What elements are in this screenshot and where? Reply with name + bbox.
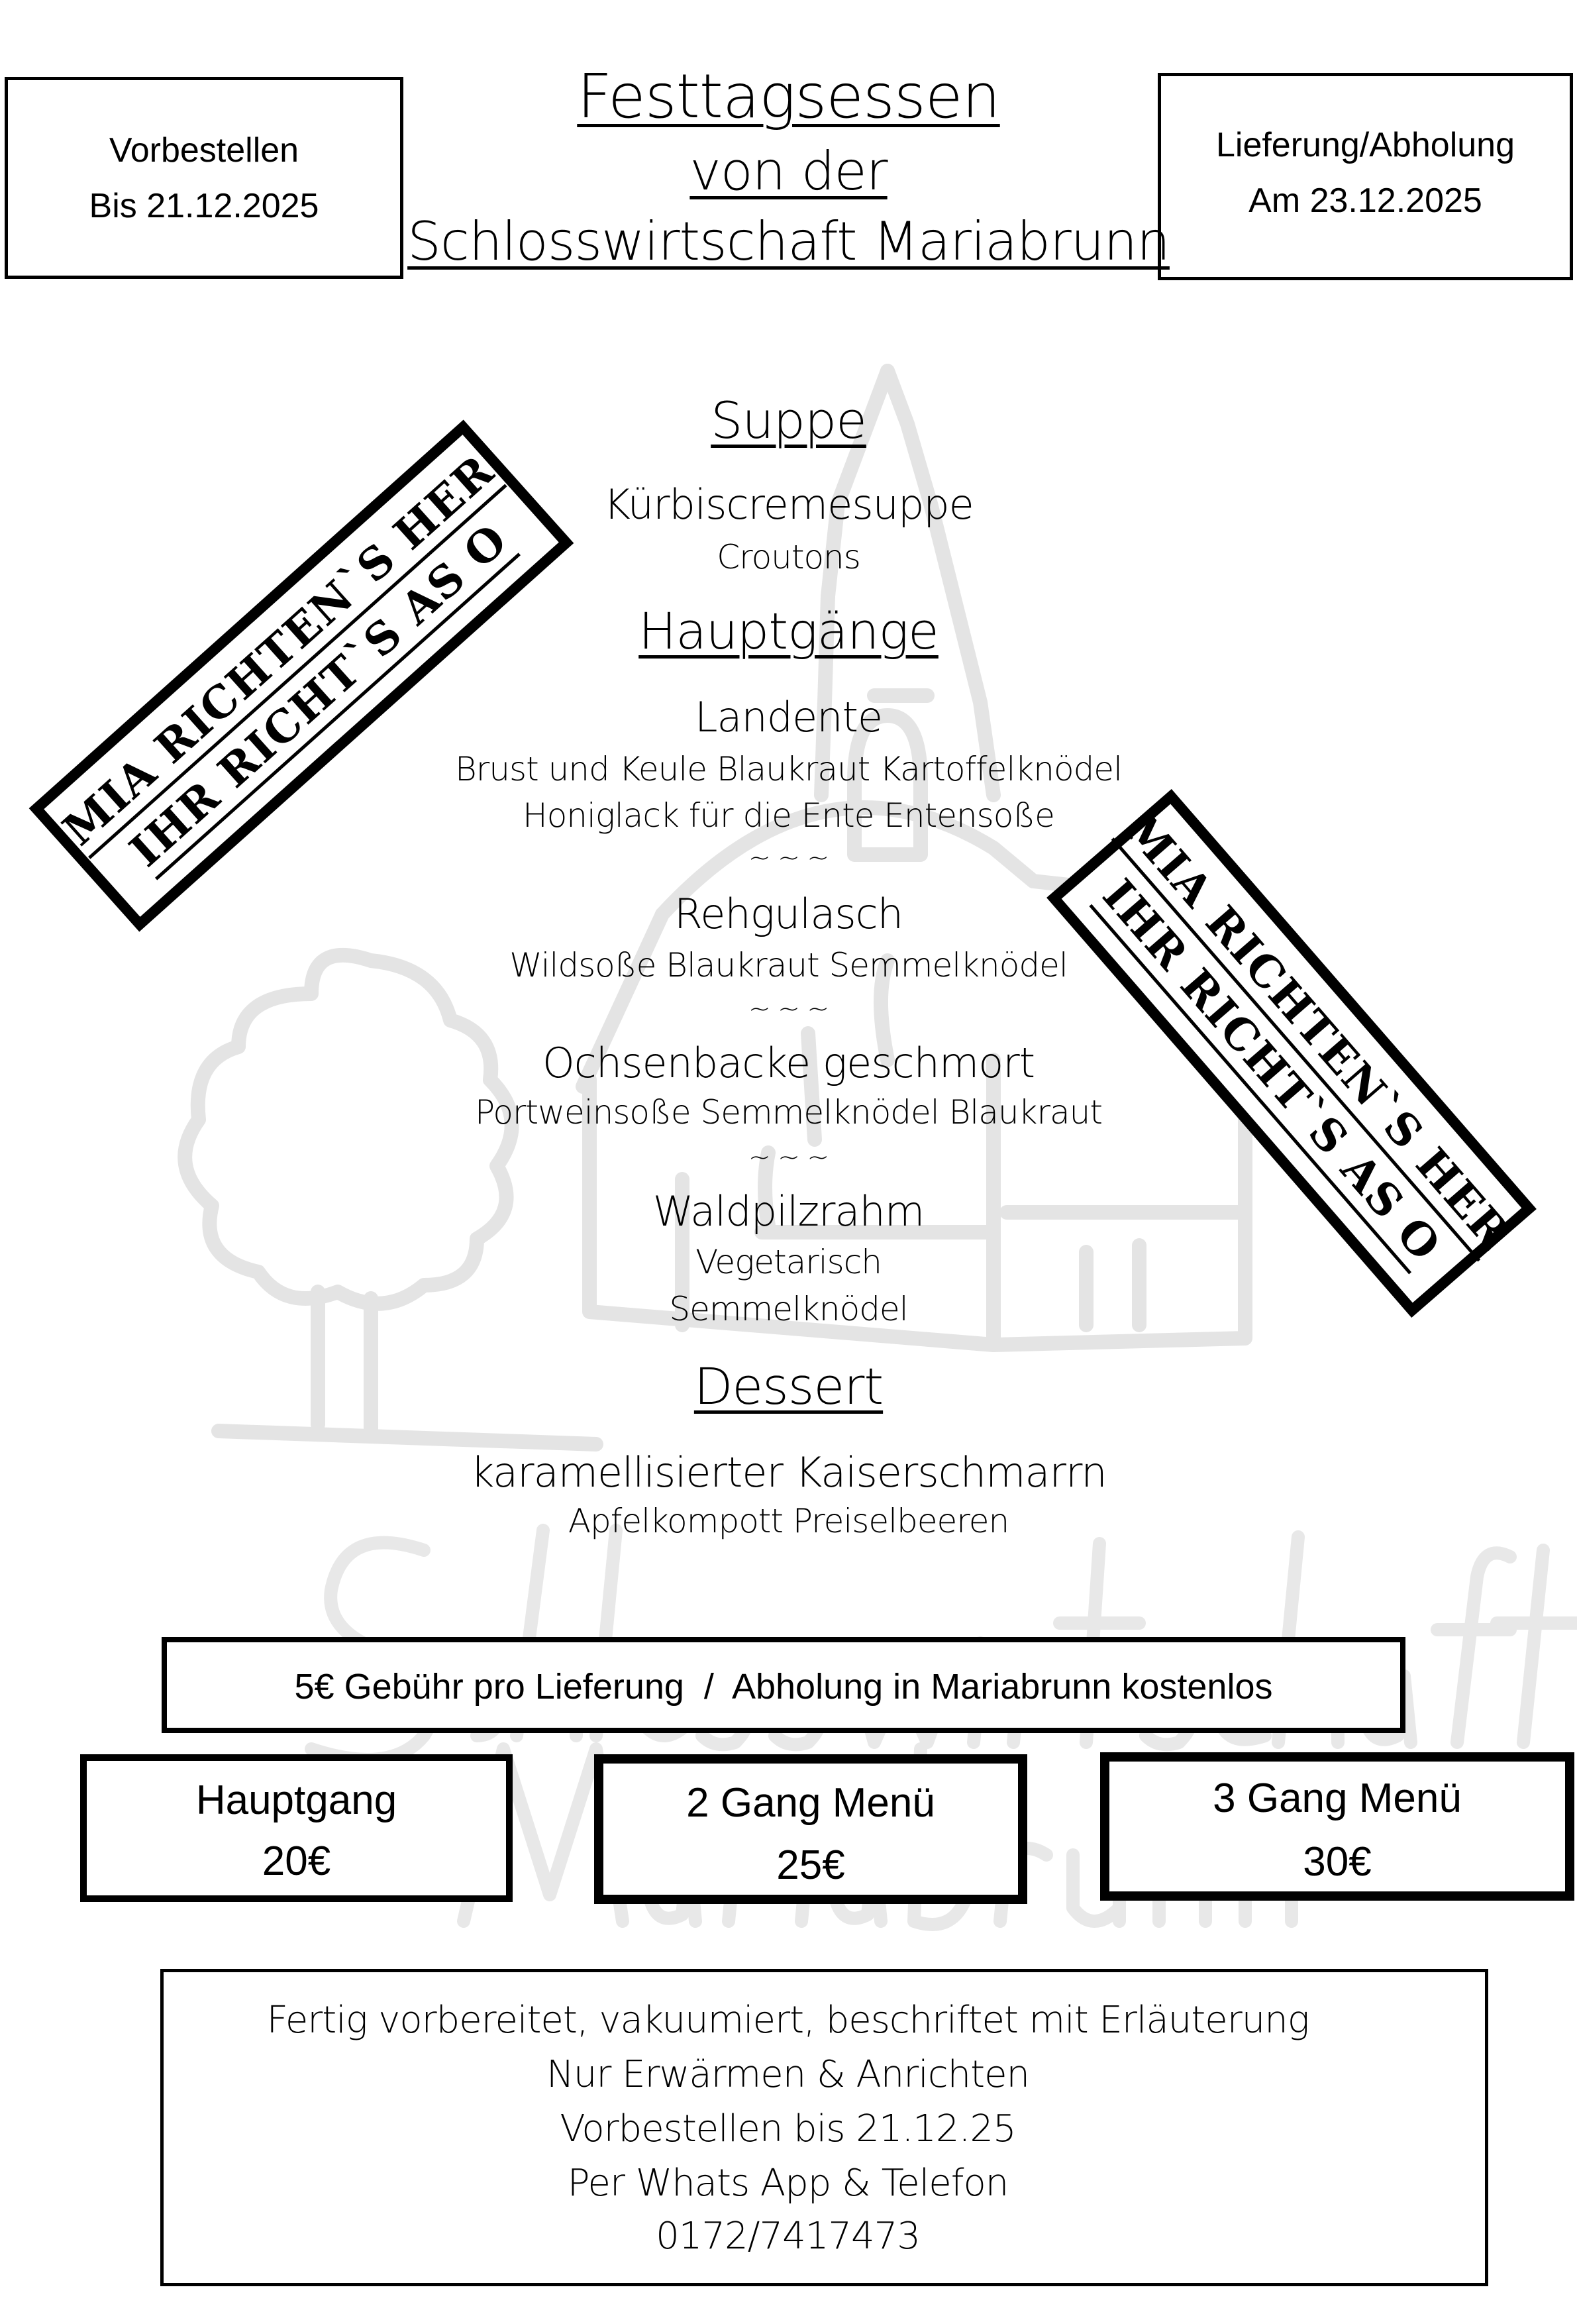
price-value: 20€ [262, 1838, 331, 1884]
dish-separator: ~ ~ ~ [748, 843, 829, 873]
main-dish-desc: Wildsoße Blaukraut Semmelknödel [509, 946, 1068, 984]
main-dish-desc: Honiglack für die Ente Entensoße [523, 796, 1055, 835]
price-label: Hauptgang [195, 1777, 397, 1823]
section-heading-mains: Hauptgänge [638, 602, 939, 660]
dish-separator: ~ ~ ~ [748, 1142, 829, 1173]
price-value: 25€ [776, 1842, 845, 1888]
preorder-label: Vorbestellen [109, 131, 299, 170]
main-dish-desc: Semmelknödel [669, 1290, 908, 1328]
info-line-preparation: Fertig vorbereitet, vakuumiert, beschrif… [266, 1999, 1310, 2042]
section-heading-soup: Suppe [711, 391, 867, 450]
info-line-instructions: Nur Erwärmen & Anrichten [546, 2053, 1030, 2096]
dish-separator: ~ ~ ~ [748, 994, 829, 1024]
price-box-main-course: Hauptgang 20€ [80, 1754, 513, 1902]
delivery-label: Lieferung/Abholung [1215, 126, 1515, 164]
info-line-preorder: Vorbestellen bis 21.12.25 [560, 2107, 1016, 2150]
price-box-2-course: 2 Gang Menü 25€ [594, 1754, 1027, 1904]
price-label: 3 Gang Menü [1213, 1775, 1462, 1821]
delivery-date-box: Lieferung/Abholung Am 23.12.2025 [1158, 73, 1573, 280]
main-dish-desc: Brust und Keule Blaukraut Kartoffelknöde… [455, 750, 1123, 788]
page-title: Festtagsessen [577, 61, 1000, 132]
main-dish-desc: Portweinsoße Semmelknödel Blaukraut [475, 1093, 1103, 1132]
dessert-name: karamellisierter Kaiserschmarrn [470, 1448, 1107, 1497]
main-dish-name: Waldpilzrahm [652, 1187, 925, 1236]
info-line-contact-method: Per Whats App & Telefon [567, 2162, 1009, 2205]
main-dish-name: Ochsenbacke geschmort [542, 1039, 1035, 1087]
dessert-desc: Apfelkompott Preiselbeeren [568, 1502, 1009, 1540]
restaurant-name: Schlosswirtschaft Mariabrunn [407, 211, 1170, 272]
delivery-fee-box: 5€ Gebühr pro Lieferung / Abholung in Ma… [162, 1637, 1405, 1733]
main-dish-name: Rehgulasch [674, 890, 903, 938]
price-label: 2 Gang Menü [686, 1780, 935, 1826]
delivery-fee-note: 5€ Gebühr pro Lieferung / Abholung in Ma… [294, 1667, 1273, 1707]
soup-desc: Croutons [717, 538, 861, 576]
price-box-3-course: 3 Gang Menü 30€ [1100, 1752, 1574, 1901]
info-box: Fertig vorbereitet, vakuumiert, beschrif… [160, 1969, 1488, 2286]
info-line-phone[interactable]: 0172/7417473 [656, 2215, 921, 2258]
page-subtitle-von-der: von der [689, 140, 888, 202]
soup-name: Kürbiscremesuppe [603, 480, 974, 529]
preorder-deadline-box: Vorbestellen Bis 21.12.2025 [5, 77, 403, 279]
delivery-date: Am 23.12.2025 [1248, 182, 1482, 220]
price-value: 30€ [1303, 1839, 1372, 1885]
main-dish-name: Landente [694, 693, 883, 741]
section-heading-dessert: Dessert [693, 1357, 884, 1416]
main-dish-desc: Vegetarisch [695, 1243, 882, 1281]
preorder-date: Bis 21.12.2025 [89, 187, 319, 225]
